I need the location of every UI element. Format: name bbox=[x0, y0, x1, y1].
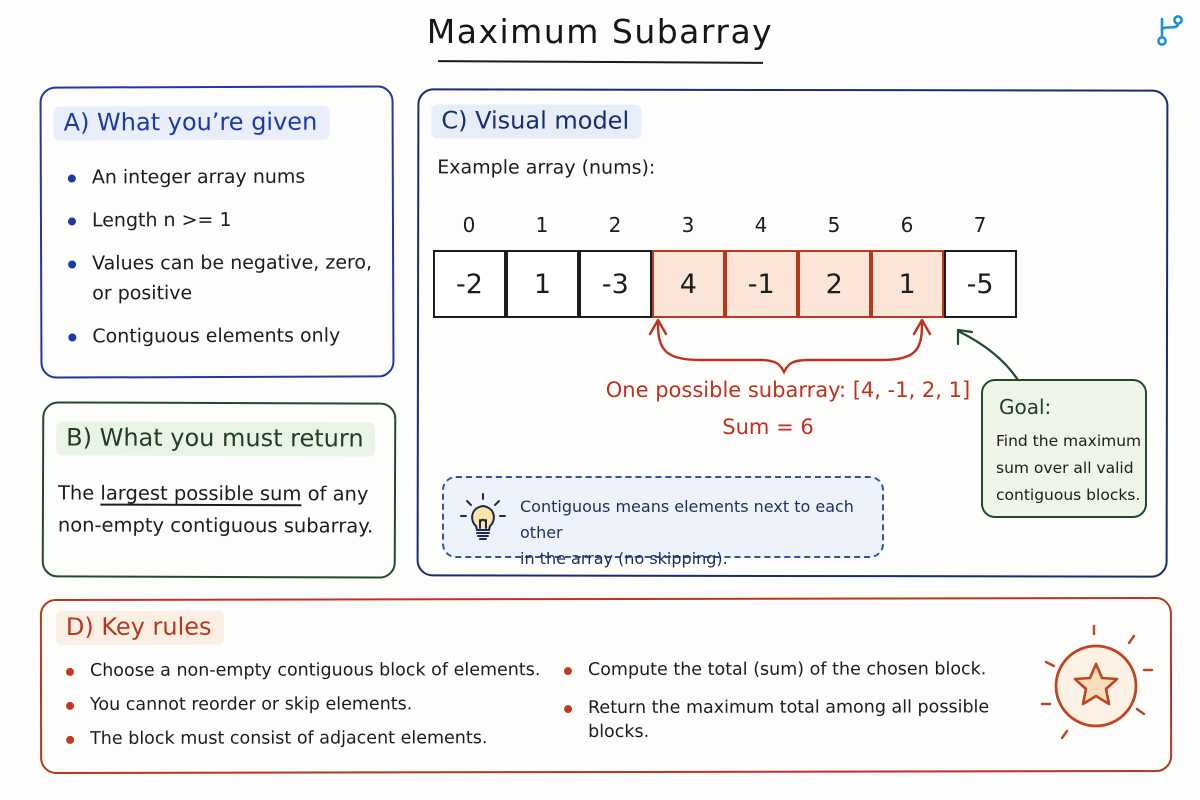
branch-icon bbox=[1154, 14, 1186, 46]
goal-note: Goal: Find the maximum sum over all vali… bbox=[981, 379, 1147, 518]
array-cell-highlighted: -1 bbox=[724, 250, 798, 318]
array-cell-highlighted: 1 bbox=[870, 250, 944, 318]
array-index-label: 7 bbox=[973, 213, 987, 237]
array-cell-highlighted: 2 bbox=[797, 250, 871, 318]
array-index-label: 0 bbox=[462, 213, 476, 237]
list-item: Compute the total (sum) of the chosen bl… bbox=[560, 657, 1050, 682]
goal-title: Goal: bbox=[999, 395, 1052, 419]
array-index-label: 3 bbox=[681, 213, 695, 237]
lightbulb-icon bbox=[458, 492, 508, 546]
tip-line-1: Contiguous means elements next to each o… bbox=[520, 497, 854, 542]
array-index-label: 6 bbox=[900, 213, 914, 237]
tip-text: Contiguous means elements next to each o… bbox=[520, 494, 882, 572]
array-index-label: 1 bbox=[535, 213, 549, 237]
sum-label: Sum = 6 bbox=[722, 415, 814, 439]
subarray-label: One possible subarray: [4, -1, 2, 1] bbox=[605, 378, 971, 402]
list-item: Return the maximum total among all possi… bbox=[560, 695, 1050, 744]
page-title: Maximum Subarray bbox=[426, 12, 774, 51]
array-index-label: 5 bbox=[827, 213, 841, 237]
array-cell: -3 bbox=[578, 250, 652, 318]
contiguous-tip: Contiguous means elements next to each o… bbox=[442, 476, 884, 568]
list-item: The block must consist of adjacent eleme… bbox=[62, 726, 562, 751]
star-icon bbox=[1032, 622, 1164, 758]
array-index-label: 4 bbox=[754, 213, 768, 237]
panel-rules-heading: D) Key rules bbox=[55, 610, 224, 645]
array-cell: -5 bbox=[943, 250, 1017, 318]
array-index-label: 2 bbox=[608, 213, 622, 237]
goal-text: Find the maximum sum over all valid cont… bbox=[996, 432, 1142, 504]
rules-list-left: Choose a non-empty contiguous block of e… bbox=[62, 658, 562, 761]
array-cell: -2 bbox=[433, 250, 506, 318]
list-item: Choose a non-empty contiguous block of e… bbox=[62, 658, 562, 683]
list-item: You cannot reorder or skip elements. bbox=[62, 692, 562, 717]
array-cell-highlighted: 4 bbox=[651, 250, 725, 318]
array-cell: 1 bbox=[505, 250, 579, 318]
panel-key-rules: D) Key rules Choose a non-empty contiguo… bbox=[39, 597, 1173, 774]
tip-line-2: in the array (no skipping). bbox=[520, 549, 728, 568]
rules-list-right: Compute the total (sum) of the chosen bl… bbox=[560, 657, 1050, 758]
